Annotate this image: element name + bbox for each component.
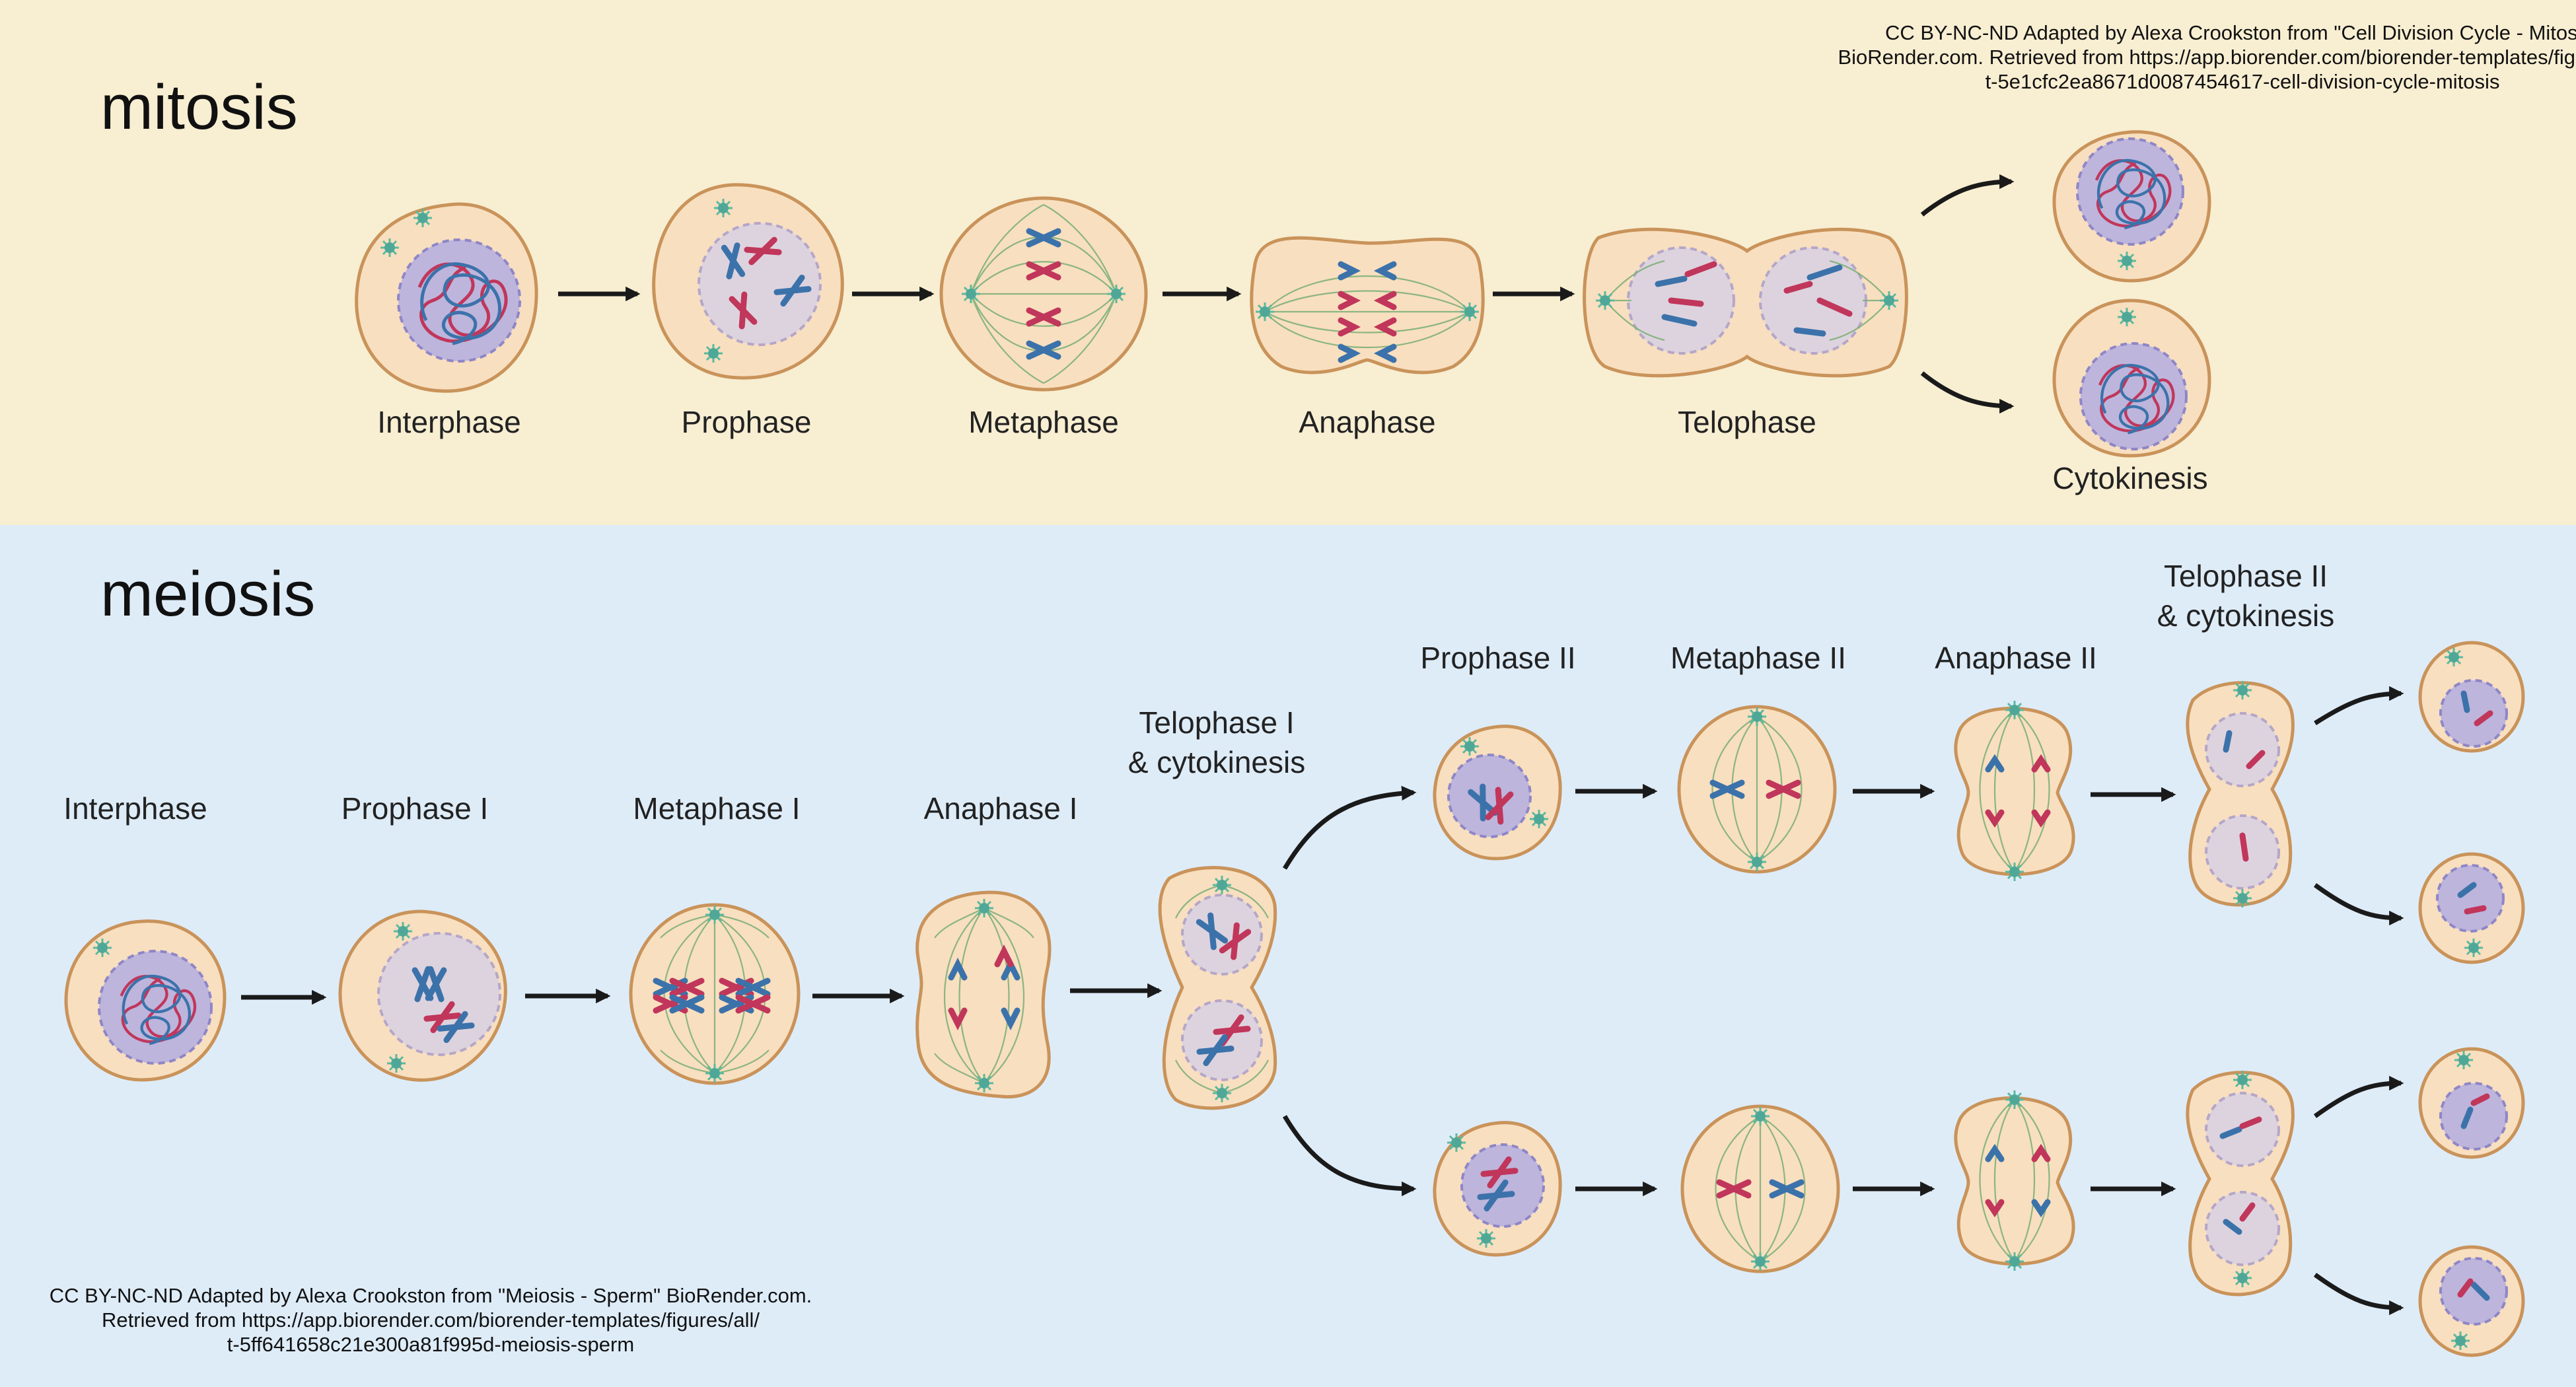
meiosis-prophase2-cell-top — [1433, 725, 1562, 861]
meiosis-label-anaphase-1: Anaphase I — [924, 791, 1078, 826]
mitosis-label-telophase: Telophase — [1678, 405, 1816, 439]
meiosis-credit-line-3: t-5ff641658c21e300a81f995d-meiosis-sperm — [227, 1333, 634, 1356]
meiosis-label-anaphase-2: Anaphase II — [1935, 641, 2097, 675]
meiosis-label-prophase-1: Prophase I — [341, 791, 488, 826]
mitosis-interphase-cell — [355, 202, 538, 393]
meiosis-anaphase2-cell-top — [1954, 699, 2075, 882]
mitosis-arrows — [558, 174, 2015, 414]
meiosis-label-prophase-2: Prophase II — [1420, 641, 1575, 675]
meiosis-daughter-cell-4 — [2418, 1245, 2525, 1357]
meiosis-interphase-cell — [64, 919, 227, 1082]
meiosis-metaphase1-cell — [629, 903, 801, 1085]
mitosis-label-metaphase: Metaphase — [968, 405, 1119, 439]
meiosis-credit-line-2: Retrieved from https://app.biorender.com… — [102, 1308, 760, 1332]
mitosis-label-interphase: Interphase — [377, 405, 520, 439]
meiosis-credit-line-1: CC BY-NC-ND Adapted by Alexa Crookston f… — [50, 1284, 812, 1307]
meiosis-telophase2-cell-top — [2186, 680, 2295, 909]
meiosis-prophase1-cell — [338, 909, 507, 1082]
mitosis-title: mitosis — [100, 72, 298, 143]
meiosis-label-interphase: Interphase — [63, 791, 207, 826]
meiosis-daughter-cell-1 — [2418, 641, 2525, 753]
meiosis-telophase2-cell-bottom — [2186, 1069, 2295, 1297]
meiosis-arrows — [241, 686, 2404, 1316]
meiosis-prophase2-cell-bottom — [1433, 1121, 1562, 1257]
meiosis-label-telophase-2-cytokinesis: & cytokinesis — [2157, 598, 2334, 633]
mitosis-cytokinesis-cell-bottom — [2052, 299, 2211, 458]
meiosis-anaphase2-cell-bottom — [1954, 1089, 2075, 1272]
meiosis-title: meiosis — [100, 559, 315, 629]
mitosis-credit-line-2: BioRender.com. Retrieved from https://ap… — [1838, 46, 2576, 69]
mitosis-anaphase-cell — [1250, 236, 1485, 374]
meiosis-label-metaphase-1: Metaphase I — [633, 791, 800, 826]
mitosis-prophase-cell — [652, 183, 844, 380]
mitosis-credit: CC BY-NC-ND Adapted by Alexa Crookston f… — [1838, 21, 2576, 93]
mitosis-label-prophase: Prophase — [682, 405, 812, 439]
mitosis-credit-line-3: t-5e1cfc2ea8671d0087454617-cell-division… — [1986, 70, 2500, 93]
mitosis-metaphase-cell — [939, 196, 1148, 392]
mitosis-credit-line-1: CC BY-NC-ND Adapted by Alexa Crookston f… — [1885, 21, 2576, 44]
meiosis-telophase1-cell — [1158, 866, 1277, 1110]
mitosis-telophase-cell — [1583, 227, 1908, 378]
mitosis-label-cytokinesis: Cytokinesis — [2052, 461, 2207, 495]
meiosis-daughter-cell-3 — [2418, 1047, 2525, 1159]
meiosis-daughter-cell-2 — [2418, 852, 2525, 964]
meiosis-label-telophase-1-cytokinesis: & cytokinesis — [1128, 745, 1305, 779]
meiosis-label-telophase-2: Telophase II — [2164, 559, 2328, 593]
meiosis-metaphase2-cell-top — [1677, 705, 1837, 874]
mitosis-label-anaphase: Anaphase — [1299, 405, 1435, 439]
meiosis-metaphase2-cell-bottom — [1680, 1104, 1840, 1273]
meiosis-anaphase1-cell — [915, 890, 1052, 1099]
mitosis-cytokinesis-cell-top — [2052, 130, 2211, 283]
meiosis-label-telophase-1: Telophase I — [1139, 705, 1294, 740]
meiosis-credit: CC BY-NC-ND Adapted by Alexa Crookston f… — [50, 1284, 812, 1356]
meiosis-label-metaphase-2: Metaphase II — [1670, 641, 1846, 675]
